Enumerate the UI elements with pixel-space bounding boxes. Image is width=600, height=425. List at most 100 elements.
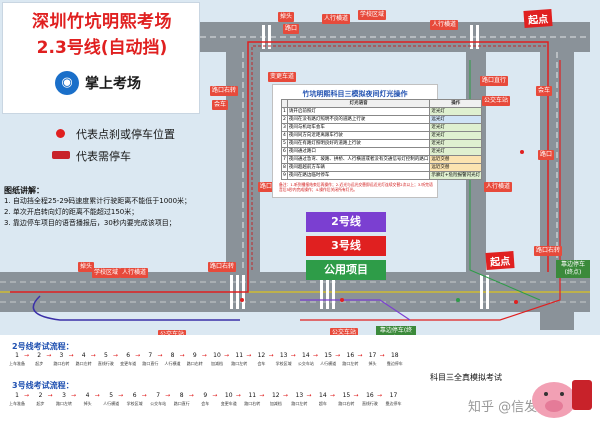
arrow-right-icon: → — [329, 392, 335, 399]
promo-label: 科目三全真模拟考试 — [430, 373, 502, 382]
arrow-right-icon: → — [141, 392, 147, 399]
label-pull-over: 靠边停车(终点) — [556, 260, 590, 278]
label-bus: 公交车站 — [482, 96, 511, 106]
flow-step-number: 6 — [132, 392, 137, 399]
flow-step-number: 12 — [271, 392, 280, 399]
flow-step-number: 6 — [126, 352, 131, 359]
notes-heading: 图纸讲解： — [4, 186, 44, 195]
arrow-right-icon: → — [353, 392, 359, 399]
flow-step-number: 11 — [235, 352, 244, 359]
label-meeting-right: 会车 — [536, 86, 553, 96]
flow-step-label: 路口左转 — [231, 361, 248, 366]
table-header: 操作 — [429, 99, 483, 108]
arrow-right-icon: → — [24, 352, 30, 359]
promo-panel — [418, 345, 556, 423]
flow-step-number: 7 — [156, 392, 161, 399]
flow-step-number: 13 — [295, 392, 304, 399]
flow-step-number: 15 — [324, 352, 332, 359]
flow-step-number: 9 — [192, 352, 197, 359]
flow-step-label: 公交车站 — [297, 361, 314, 366]
arrow-right-icon: → — [179, 352, 185, 359]
flow-step-label: 路口右转 — [338, 401, 355, 406]
flow-step-number: 2 — [38, 392, 43, 399]
label-intersection-left: 路口 — [283, 24, 300, 34]
flow-step-number: 11 — [248, 392, 257, 399]
table-cell: 示廓灯+危险报警闪光灯 — [429, 171, 483, 180]
flow-step-number: 18 — [390, 352, 399, 359]
flow-step-label: 路口右转 — [244, 401, 261, 406]
flow-step-number: 1 — [15, 392, 19, 399]
end-marker-right: 起点 — [485, 251, 515, 270]
flow-step-number: 9 — [203, 392, 208, 399]
flow-step-label: 人行横道 — [164, 361, 181, 366]
table-cell: 夜间与机动车会车 — [286, 123, 431, 132]
flow-step-label: 公交车站 — [150, 401, 167, 406]
flow-step-label: 变更车道 — [220, 401, 237, 406]
flow-step-label: 掉头 — [368, 361, 377, 366]
table-cell: 夜间通过急弯、坡路、拱桥、人行横道或者没有交通信号灯控制的路口 — [286, 155, 431, 164]
label-school: 学校区域 — [358, 10, 387, 20]
arrow-right-icon: → — [312, 352, 318, 359]
arrow-right-icon: → — [201, 352, 207, 359]
flow-step-number: 5 — [103, 352, 108, 359]
label-crossing-2: 人行横道 — [430, 20, 459, 30]
label-intersection-right: 路口右转 — [210, 86, 239, 96]
flow-step-label: 人行横道 — [103, 401, 120, 406]
flow-step-number: 4 — [85, 392, 90, 399]
flow-step-label: 超车 — [318, 401, 327, 406]
arrow-right-icon: → — [357, 352, 363, 359]
label-crossing-bottom: 人行横道 — [120, 268, 149, 278]
table-cell: 远近交替 — [429, 163, 483, 172]
flow-step-label: 靠边停车 — [386, 361, 403, 366]
label-intersection-left-2: 路口 — [258, 182, 275, 192]
table-cell: 请开启前照灯 — [286, 107, 431, 116]
traffic-light-icon — [514, 300, 518, 304]
flow-step-number: 8 — [179, 392, 184, 399]
flow-step-number: 13 — [279, 352, 288, 359]
arrow-right-icon: → — [118, 392, 124, 399]
label-turn-around-bottom: 掉头 — [78, 262, 95, 272]
table-cell: 近光灯 — [429, 131, 483, 140]
label-turn-around: 掉头 — [278, 12, 295, 22]
flow-step-label: 路口左转 — [342, 361, 359, 366]
flow-step-label: 路口左转 — [75, 361, 92, 366]
flow-step-label: 上车准备 — [9, 401, 25, 406]
label-crossing-right: 人行横道 — [484, 182, 513, 192]
arrow-right-icon: → — [306, 392, 312, 399]
arrow-right-icon: → — [259, 392, 265, 399]
page-subtitle: 2.3号线(自动挡) — [36, 38, 168, 58]
arrow-right-icon: → — [71, 392, 77, 399]
page-title: 深圳竹坑明熙考场 — [32, 12, 172, 32]
title-panel: 深圳竹坑明熙考场 2.3号线(自动挡) ◉ 掌上考场 — [2, 2, 200, 114]
flow-step-number: 3 — [62, 392, 66, 399]
pill-line2: 2号线 — [306, 212, 386, 232]
legend-parking-car: 代表需停车 — [76, 150, 131, 163]
arrow-right-icon: → — [94, 392, 100, 399]
flow-step-label: 学校区域 — [275, 361, 292, 366]
legend-stop-point: 代表点刹或停车位置 — [76, 128, 175, 141]
flow-step-number: 16 — [346, 352, 355, 359]
map-notes: 图纸讲解： 1. 自动挡全程25-29码速度累计行驶距离不能低于1000米； 2… — [4, 185, 204, 229]
flow-step-label: 路口右转 — [186, 361, 203, 366]
arrow-right-icon: → — [90, 352, 96, 359]
flow-title-line2: 2号线考试流程： — [12, 342, 74, 351]
flow-step-label: 加减档 — [211, 361, 223, 366]
arrow-right-icon: → — [235, 392, 241, 399]
flow-step-label: 人行横道 — [320, 361, 337, 366]
flow-step-number: 17 — [368, 352, 377, 359]
label-school-bottom: 学校区域 — [92, 268, 121, 278]
table-cell: 远近交替 — [429, 155, 483, 164]
flow-step-number: 14 — [302, 352, 310, 359]
arrow-right-icon: → — [68, 352, 74, 359]
label-intersection-right-2: 路口右转 — [534, 246, 563, 256]
flow-step-number: 4 — [81, 352, 86, 359]
